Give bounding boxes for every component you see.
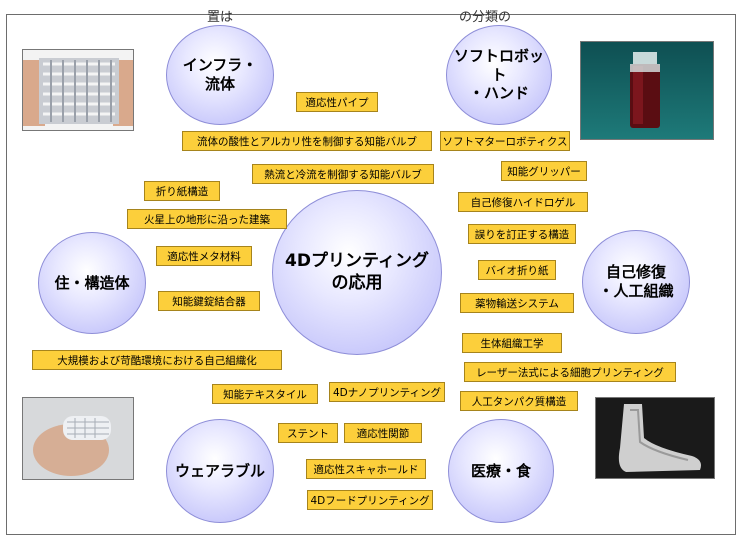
tag-smart-gripper: 知能グリッパー xyxy=(501,161,587,181)
foot-model-photo xyxy=(595,397,715,479)
tag-tissue-engineering: 生体組織工学 xyxy=(462,333,562,353)
hand-mesh-photo xyxy=(22,397,134,480)
tag-drug-delivery: 薬物輸送システム xyxy=(460,293,574,313)
tag-adaptive-pipe: 適応性パイプ xyxy=(296,92,378,112)
tag-4d-nanoprinting: 4Dナノプリンティング xyxy=(329,382,445,402)
housing-structure-circle: 住・構造体 xyxy=(38,232,146,334)
tag-artificial-protein: 人工タンパク質構造 xyxy=(460,391,578,411)
tag-laser-cell-printing: レーザー法式による細胞プリンティング xyxy=(464,362,676,382)
top-clipped-label-left: 置は xyxy=(207,10,234,25)
tag-origami-structure: 折り紙構造 xyxy=(144,181,220,201)
self-repair-artificial-tissue-circle: 自己修復 ・人工組織 xyxy=(582,230,690,334)
infra-fluid-circle: インフラ・ 流体 xyxy=(166,25,274,125)
center-circle: 4Dプリンティング の応用 xyxy=(272,190,442,355)
tag-mars-architecture: 火星上の地形に沿った建築 xyxy=(127,209,287,229)
tag-smart-lock-coupler: 知能鍵錠結合器 xyxy=(158,291,260,311)
tag-adaptive-scaffold: 適応性スキャホールド xyxy=(306,459,426,479)
tag-stent: ステント xyxy=(278,423,338,443)
wearable-circle: ウェアラブル xyxy=(166,419,274,523)
tag-soft-matter-robotics: ソフトマターロボティクス xyxy=(440,131,570,151)
tag-self-healing-hydrogel: 自己修復ハイドロゲル xyxy=(458,192,588,212)
lattice-sheet-photo xyxy=(22,49,134,131)
soft-robot-hand-circle: ソフトロボット ・ハンド xyxy=(446,25,552,125)
medical-food-circle: 医療・食 xyxy=(448,419,554,523)
tag-bio-origami: バイオ折り紙 xyxy=(478,260,556,280)
top-clipped-label-right: の分類の xyxy=(459,10,512,25)
tag-error-correcting-structure: 誤りを訂正する構造 xyxy=(468,224,576,244)
tag-adaptive-metamaterial: 適応性メタ材料 xyxy=(156,246,252,266)
soft-robot-tube-photo xyxy=(580,41,714,140)
tag-heat-cold-valve: 熱流と冷流を制御する知能バルブ xyxy=(252,164,434,184)
tag-adaptive-joint: 適応性関節 xyxy=(344,423,422,443)
tag-acid-alkali-valve: 流体の酸性とアルカリ性を制御する知能バルブ xyxy=(182,131,432,151)
tag-self-organization: 大規模および苛酷環境における自己組織化 xyxy=(32,350,282,370)
tag-4d-food-printing: 4Dフードプリンティング xyxy=(307,490,433,510)
tag-smart-textile: 知能テキスタイル xyxy=(212,384,318,404)
